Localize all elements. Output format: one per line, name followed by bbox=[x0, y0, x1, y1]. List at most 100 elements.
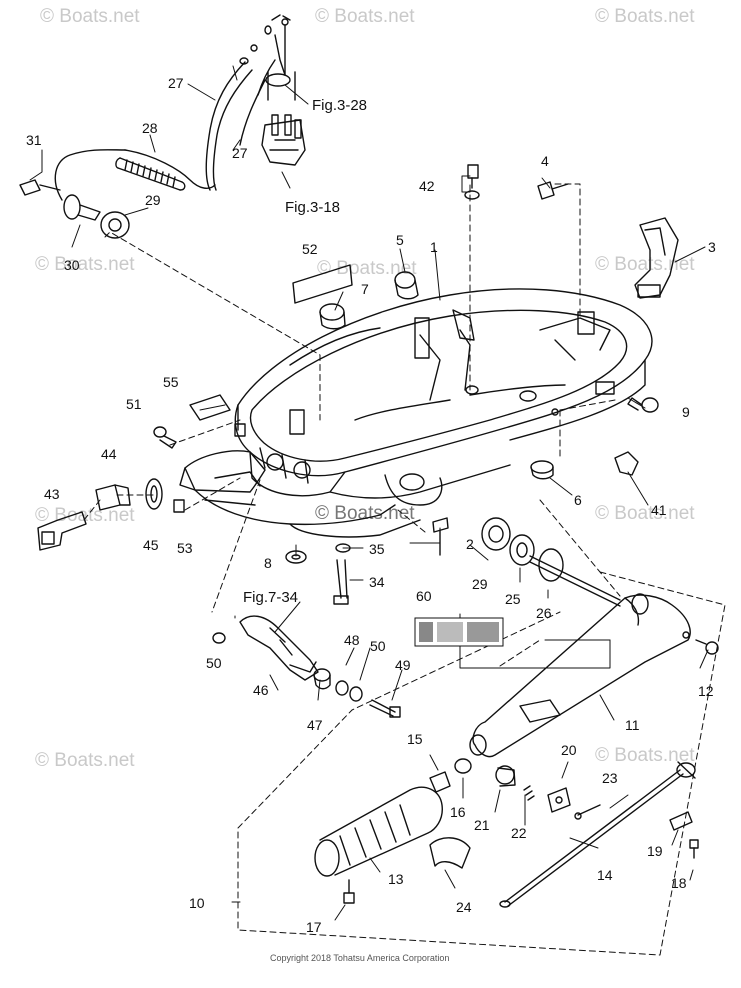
watermark: © Boats.net bbox=[35, 254, 135, 275]
bushing-47 bbox=[313, 668, 331, 690]
part-callout: 34 bbox=[369, 574, 385, 590]
bolt-42 bbox=[464, 164, 480, 200]
washer-16 bbox=[454, 758, 472, 774]
part-callout: 1 bbox=[430, 239, 438, 255]
stop-switch-cables bbox=[205, 14, 296, 191]
grommet-5 bbox=[394, 271, 419, 300]
part-callout: 51 bbox=[126, 396, 142, 412]
latch-3 bbox=[634, 217, 679, 299]
pad-53 bbox=[173, 499, 185, 513]
washer-50 bbox=[212, 632, 226, 644]
part-callout: 49 bbox=[395, 657, 411, 673]
part-callout: 17 bbox=[306, 919, 322, 935]
bolt-34 bbox=[333, 559, 349, 605]
clip-19 bbox=[669, 811, 693, 831]
part-callout: 12 bbox=[698, 683, 714, 699]
watermark: © Boats.net bbox=[40, 6, 140, 27]
part-callout: 50 bbox=[370, 638, 386, 654]
part-callout: 23 bbox=[602, 770, 618, 786]
washer-48 bbox=[335, 680, 349, 696]
leader-lines bbox=[29, 65, 709, 921]
watermark: © Boats.net bbox=[595, 745, 695, 766]
grommet-45 bbox=[145, 478, 163, 510]
part-callout: 60 bbox=[416, 588, 432, 604]
part-callout: 6 bbox=[574, 492, 582, 508]
watermark: © Boats.net bbox=[35, 505, 135, 526]
part-callout: 18 bbox=[671, 875, 687, 891]
grommet-7 bbox=[319, 303, 346, 330]
part-callout: 9 bbox=[682, 404, 690, 420]
screw-18 bbox=[689, 839, 699, 859]
washer-35 bbox=[335, 543, 351, 553]
bolt-12 bbox=[695, 639, 719, 655]
part-callout: 52 bbox=[302, 241, 318, 257]
bolt-51 bbox=[153, 426, 177, 449]
starter-cable-assembly bbox=[19, 149, 216, 239]
part-callout: 26 bbox=[536, 605, 552, 621]
spring-22 bbox=[523, 785, 535, 801]
part-callout: 50 bbox=[206, 655, 222, 671]
part-callout: 16 bbox=[450, 804, 466, 820]
part-callout: 5 bbox=[396, 232, 404, 248]
figure-reference[interactable]: Fig.7-34 bbox=[243, 589, 299, 606]
part-callout: 20 bbox=[561, 742, 577, 758]
part-callout: 43 bbox=[44, 486, 60, 502]
grommet-6 bbox=[530, 460, 554, 480]
part-callout: 53 bbox=[177, 540, 193, 556]
part-callout: 29 bbox=[145, 192, 161, 208]
part-callout: 27 bbox=[232, 145, 248, 161]
tiller-assembly-boundary bbox=[237, 571, 726, 956]
plug-43 bbox=[37, 511, 87, 551]
part-callout: 19 bbox=[647, 843, 663, 859]
collar-24 bbox=[429, 837, 471, 869]
figure-reference[interactable]: Fig.3-18 bbox=[285, 199, 341, 216]
part-callout: 42 bbox=[419, 178, 435, 194]
seal-26 bbox=[538, 548, 564, 582]
decal-60 bbox=[414, 617, 504, 647]
part-callout: 21 bbox=[474, 817, 490, 833]
part-callout: 7 bbox=[361, 281, 369, 297]
connector-44 bbox=[95, 484, 131, 511]
grip-13 bbox=[314, 786, 443, 877]
watermark: © Boats.net bbox=[315, 6, 415, 27]
part-callout: 2 bbox=[466, 536, 474, 552]
part-callout: 55 bbox=[163, 374, 179, 390]
part-callout: 4 bbox=[541, 153, 549, 169]
watermark: © Boats.net bbox=[595, 254, 695, 275]
part-callout: 46 bbox=[253, 682, 269, 698]
cowl-base-flange bbox=[179, 450, 421, 538]
shaft bbox=[529, 555, 621, 607]
bolt-4 bbox=[537, 181, 569, 200]
washer-50-lower bbox=[349, 686, 363, 702]
tiller-arm bbox=[469, 593, 691, 758]
part-callout: 27 bbox=[168, 75, 184, 91]
bottom-cowl-part bbox=[234, 288, 653, 506]
part-callout: 8 bbox=[264, 555, 272, 571]
part-callout: 31 bbox=[26, 132, 42, 148]
clamp-20 bbox=[547, 787, 571, 813]
part-callout: 35 bbox=[369, 541, 385, 557]
bolt-49 bbox=[369, 699, 401, 718]
seal-29 bbox=[481, 517, 511, 551]
watermark: © Boats.net bbox=[35, 750, 135, 771]
part-callout: 3 bbox=[708, 239, 716, 255]
watermark: © Boats.net bbox=[317, 258, 417, 279]
part-callout: 47 bbox=[307, 717, 323, 733]
watermark: © Boats.net bbox=[595, 503, 695, 524]
part-callout: 14 bbox=[597, 867, 613, 883]
throttle-rod-14 bbox=[499, 761, 696, 908]
nut-21 bbox=[495, 765, 516, 787]
part-callout: 45 bbox=[143, 537, 159, 553]
screw-23 bbox=[574, 804, 601, 820]
copyright-notice: Copyright 2018 Tohatsu America Corporati… bbox=[270, 953, 450, 963]
label-plate-52 bbox=[292, 264, 353, 304]
part-callout: 44 bbox=[101, 446, 117, 462]
plate-55 bbox=[189, 394, 231, 421]
pin-15 bbox=[429, 771, 451, 793]
seal-25 bbox=[509, 534, 535, 566]
part-callout: 41 bbox=[651, 502, 667, 518]
engine-component-sketch bbox=[261, 114, 306, 166]
figure-reference[interactable]: Fig.3-28 bbox=[312, 97, 368, 114]
